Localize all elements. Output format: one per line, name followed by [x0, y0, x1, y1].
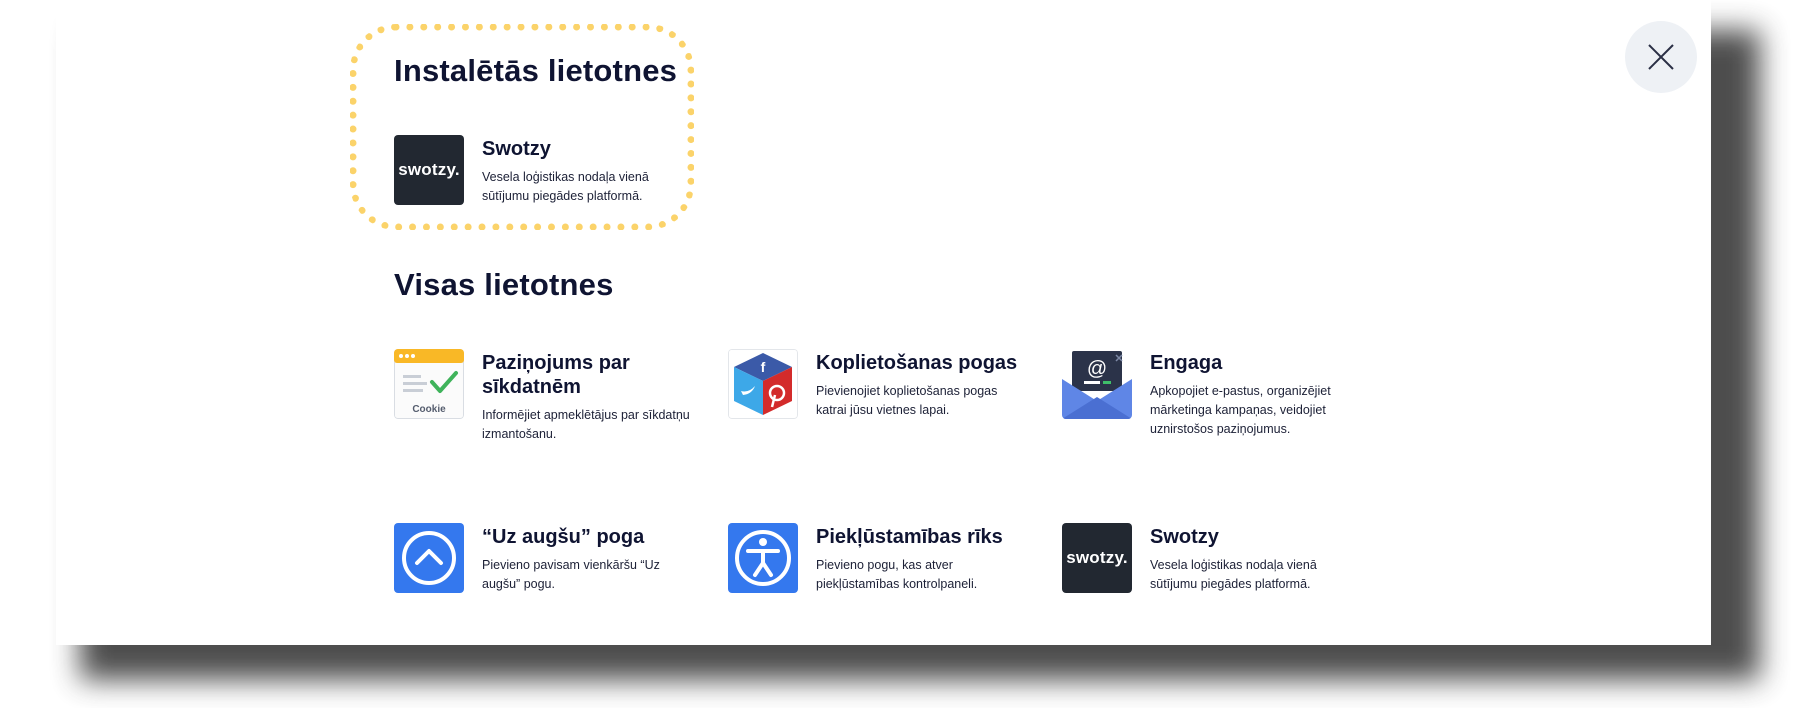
app-name: Paziņojums par sīkdatnēm: [482, 352, 630, 398]
svg-text:f: f: [761, 359, 766, 375]
app-description: Apkopojiet e-pastus, organizējiet mārket…: [1150, 384, 1331, 436]
app-description: Pievieno pavisam vienkāršu “Uz augšu” po…: [482, 558, 660, 591]
cookie-icon: Cookie: [394, 349, 464, 419]
app-name: Piekļūstamības rīks: [816, 526, 1003, 548]
chevron-up-icon: [394, 523, 464, 593]
app-name: Swotzy: [482, 138, 551, 160]
app-name: “Uz augšu” poga: [482, 526, 645, 548]
share-cube-icon: f: [728, 349, 798, 419]
app-name: Engaga: [1150, 352, 1223, 374]
apps-modal: [56, 0, 1711, 645]
app-description: Pievieno pogu, kas atver piekļūstamības …: [816, 558, 978, 591]
app-description: Vesela loģistikas nodaļa vienā sūtījumu …: [1150, 558, 1317, 591]
app-description: Informējiet apmeklētājus par sīkdatņu iz…: [482, 408, 690, 441]
app-name: Koplietošanas pogas: [816, 352, 1018, 374]
close-icon: [1648, 44, 1674, 70]
app-description: Pievienojiet koplietošanas pogas katrai …: [816, 384, 998, 417]
all-apps-title: Visas lietotnes: [394, 267, 614, 302]
installed-apps-title: Instalētās lietotnes: [394, 53, 678, 88]
app-name: Swotzy: [1150, 526, 1219, 548]
close-button[interactable]: [1625, 21, 1697, 93]
app-description: Vesela loģistikas nodaļa vienā sūtījumu …: [482, 170, 649, 203]
accessibility-icon: [728, 523, 798, 593]
swotzy-logo: swotzy.: [394, 135, 464, 205]
svg-text:Cookie: Cookie: [412, 404, 446, 415]
swotzy-logo: swotzy.: [1062, 523, 1132, 593]
email-envelope-icon: @: [1062, 349, 1132, 419]
svg-text:@: @: [1087, 358, 1107, 380]
installed-apps-highlight: [350, 24, 694, 230]
